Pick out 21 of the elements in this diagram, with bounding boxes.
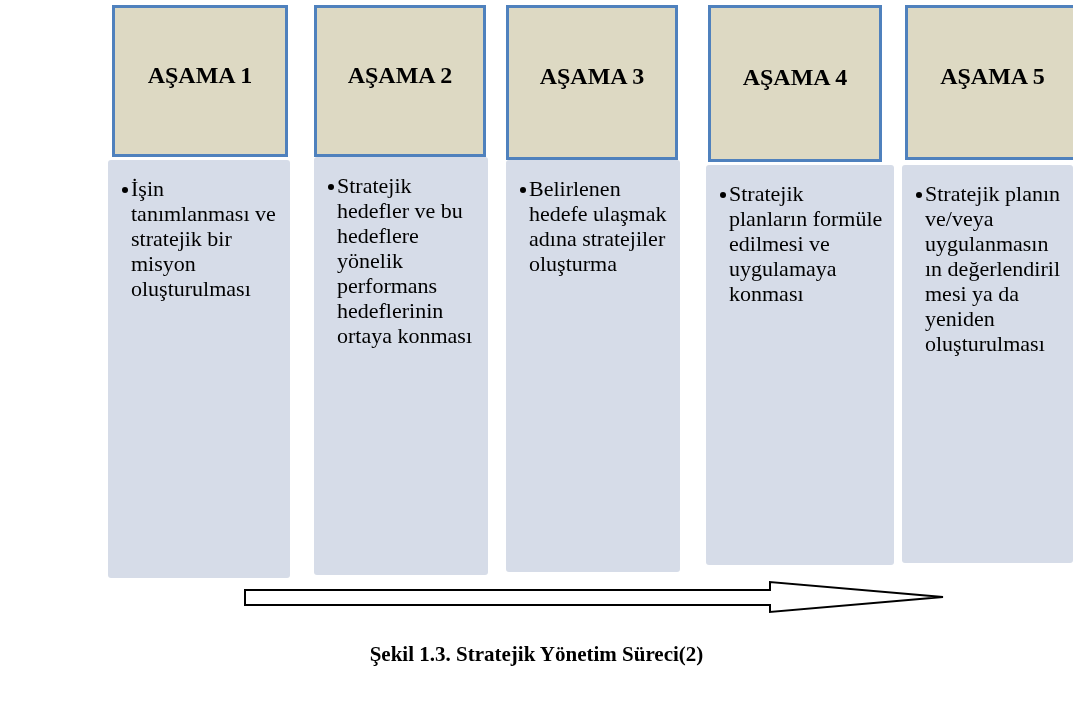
stage-header-box bbox=[905, 5, 1073, 160]
stage-description: İşin tanımlanması ve stratejik bir misyon oluşturulması bbox=[131, 176, 277, 301]
stage-title: AŞAMA 3 bbox=[539, 63, 645, 90]
stage-description-box bbox=[706, 165, 894, 565]
stage-title: AŞAMA 1 bbox=[147, 61, 253, 89]
stage-description: Stratejik planların formüle edilmesi ve uygulamaya konması bbox=[729, 181, 884, 306]
stage-header-box bbox=[506, 5, 678, 160]
stage-title: AŞAMA 2 bbox=[347, 61, 453, 89]
stage-header-box bbox=[112, 5, 288, 157]
stage-title: AŞAMA 4 bbox=[742, 64, 848, 91]
stage-title: AŞAMA 5 bbox=[940, 63, 1045, 90]
stage-header-box bbox=[314, 5, 486, 157]
stage-description: Belirlenen hedefe ulaşmak adına stratejiler oluşturma bbox=[529, 176, 668, 276]
stage-description-box bbox=[314, 157, 488, 575]
stage-header-box bbox=[708, 5, 882, 162]
stage-description: Stratejik planın ve/veya uygulanmasın ın değerlendiril mesi ya da yeniden oluşturulması bbox=[925, 181, 1062, 356]
stage-description-box bbox=[108, 160, 290, 578]
stage-description-box bbox=[902, 165, 1073, 563]
figure-caption: Şekil 1.3. Stratejik Yönetim Süreci(2) bbox=[369, 642, 704, 666]
stage-description-box bbox=[506, 160, 680, 572]
stage-description: Stratejik hedefler ve bu hedeflere yönelik performans hedeflerinin ortaya konması bbox=[337, 173, 474, 348]
